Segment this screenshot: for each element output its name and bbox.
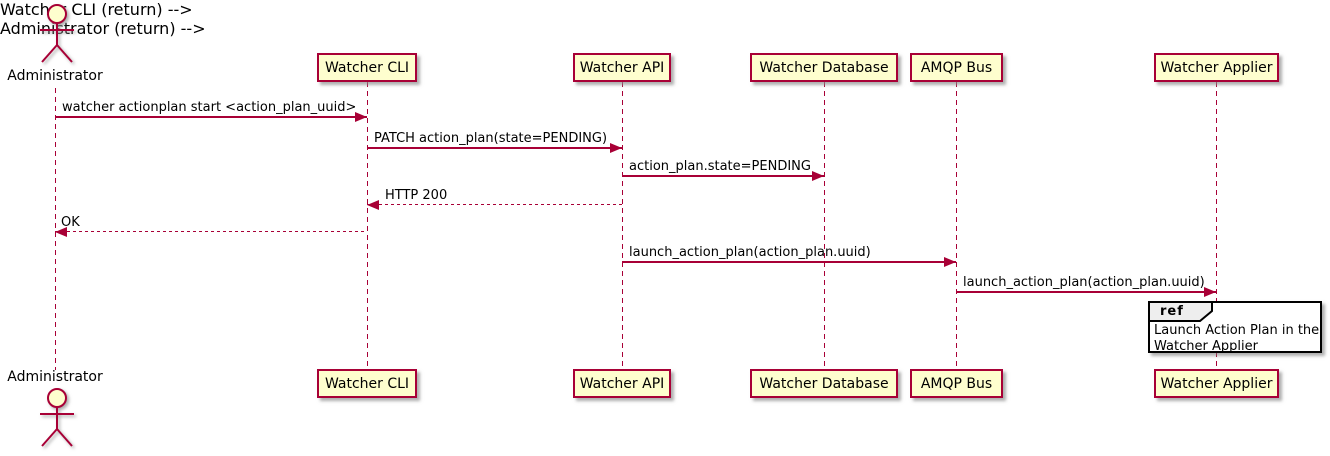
arrowhead-icon	[355, 112, 367, 122]
arrowhead-icon	[812, 171, 824, 181]
lifeline-watcher-applier	[1216, 82, 1217, 369]
message-line	[622, 175, 824, 177]
participant-watcher-applier-bottom: Watcher Applier	[1154, 369, 1279, 398]
lifeline-watcher-api	[622, 82, 623, 369]
arrowhead-icon	[55, 227, 67, 237]
participant-watcher-api-bottom: Watcher API	[573, 369, 671, 398]
lifeline-amqp-bus	[956, 82, 957, 369]
message-line	[956, 291, 1216, 293]
ref-keyword: ref	[1160, 304, 1184, 319]
ref-fragment: ref Launch Action Plan in the Watcher Ap…	[1148, 301, 1322, 354]
actor-label-top: Administrator	[7, 68, 103, 84]
participant-amqp-bus-top: AMQP Bus	[910, 53, 1003, 82]
message-label: watcher actionplan start <action_plan_uu…	[62, 100, 357, 115]
lifeline-watcher-cli	[367, 82, 368, 369]
ref-text: Launch Action Plan in the Watcher Applie…	[1154, 323, 1320, 354]
participant-amqp-bus-bottom: AMQP Bus	[910, 369, 1003, 398]
message-label: launch_action_plan(action_plan.uuid)	[963, 275, 1205, 290]
participant-watcher-database-bottom: Watcher Database	[750, 369, 898, 398]
participant-watcher-cli-bottom: Watcher CLI	[317, 369, 417, 398]
actor-icon	[40, 4, 74, 63]
message-line	[55, 116, 367, 118]
ref-tab-icon	[1148, 301, 1213, 322]
message-line	[622, 261, 956, 263]
message-line	[55, 231, 367, 232]
message-label: HTTP 200	[385, 188, 448, 203]
participant-watcher-database-top: Watcher Database	[750, 53, 898, 82]
message-label: action_plan.state=PENDING	[629, 159, 811, 174]
actor-label-bottom: Administrator	[7, 369, 103, 385]
message-label: OK	[61, 215, 80, 230]
arrowhead-icon	[1204, 287, 1216, 297]
message-line	[367, 204, 622, 205]
lifeline-watcher-database	[824, 82, 825, 369]
arrowhead-icon	[944, 257, 956, 267]
message-label: launch_action_plan(action_plan.uuid)	[629, 245, 871, 260]
participant-watcher-api-top: Watcher API	[573, 53, 671, 82]
message-line	[367, 147, 622, 149]
participant-watcher-cli-top: Watcher CLI	[317, 53, 417, 82]
message-label: PATCH action_plan(state=PENDING)	[374, 131, 608, 146]
participant-watcher-applier-top: Watcher Applier	[1154, 53, 1279, 82]
arrowhead-icon	[367, 200, 379, 210]
arrowhead-icon	[610, 143, 622, 153]
actor-icon	[40, 388, 74, 447]
